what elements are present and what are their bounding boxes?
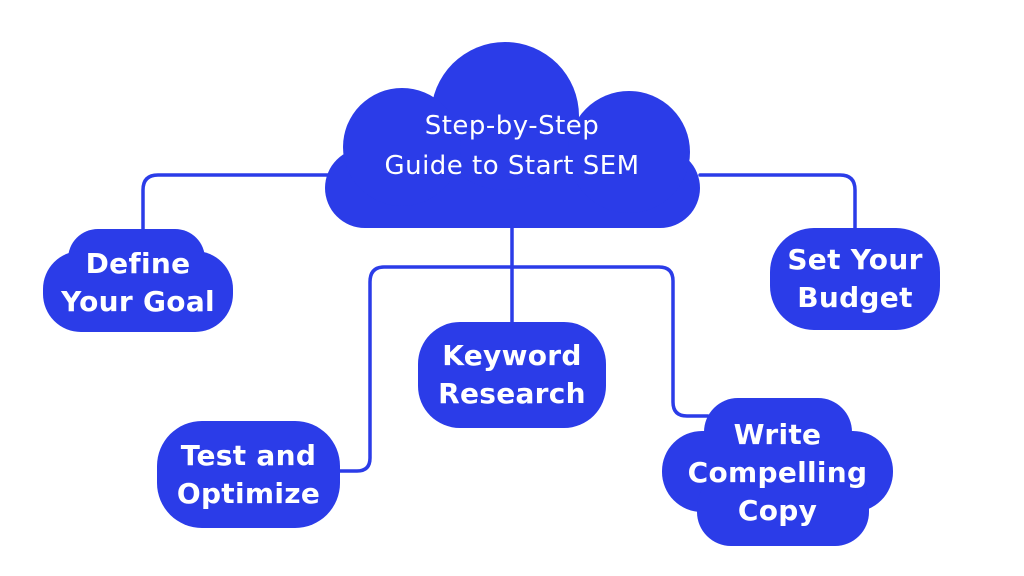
- node-keyword-research-line-1: Keyword: [442, 339, 582, 372]
- node-write-compelling-copy-line-1: Write: [733, 418, 822, 451]
- node-keyword-research-line-2: Research: [438, 377, 586, 410]
- connector-cloud-to-set-your-budget: [698, 173, 857, 232]
- diagram-title-line-2: Guide to Start SEM: [384, 151, 640, 181]
- diagram-title: Step-by-Step Guide to Start SEM: [330, 102, 694, 190]
- node-write-compelling-copy: Write Compelling Copy: [662, 404, 893, 542]
- diagram-title-line-1: Step-by-Step: [424, 111, 600, 141]
- set-your-budget-shape: [770, 228, 940, 330]
- keyword-research-shape: [418, 322, 606, 428]
- connectors: [141, 173, 857, 473]
- connector-bus-to-test-and-write: [338, 265, 710, 473]
- define-your-goal-shape: [43, 229, 233, 332]
- test-and-optimize-shape: [157, 421, 340, 528]
- node-define-your-goal-line-1: Define: [85, 247, 191, 280]
- write-compelling-copy-shape: [662, 398, 893, 546]
- node-set-your-budget-line-1: Set Your: [787, 243, 923, 276]
- node-shapes: [43, 42, 940, 546]
- node-set-your-budget-line-2: Budget: [797, 281, 913, 314]
- node-set-your-budget: Set Your Budget: [770, 230, 940, 328]
- node-define-your-goal: Define Your Goal: [43, 236, 233, 330]
- cloud-shape: [325, 42, 700, 228]
- node-keyword-research: Keyword Research: [418, 324, 606, 426]
- connector-cloud-to-define-your-goal: [141, 173, 332, 233]
- node-write-compelling-copy-line-2: Compelling: [687, 456, 868, 489]
- node-test-and-optimize: Test and Optimize: [157, 423, 340, 526]
- node-define-your-goal-line-2: Your Goal: [61, 285, 215, 318]
- node-test-and-optimize-line-1: Test and: [180, 438, 317, 472]
- node-write-compelling-copy-line-3: Copy: [737, 494, 818, 527]
- node-test-and-optimize-line-2: Optimize: [176, 476, 321, 510]
